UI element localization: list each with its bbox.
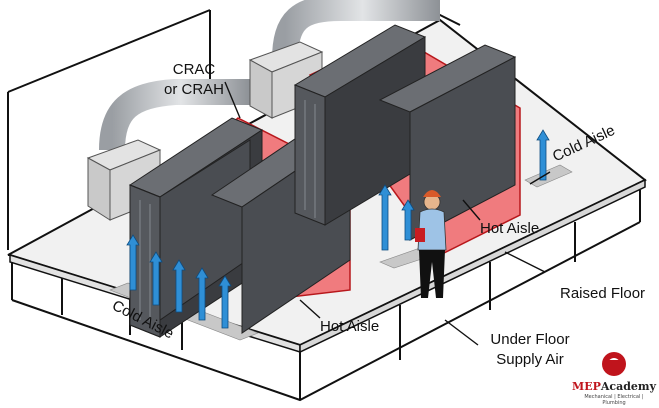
raised-floor-label: Raised Floor [560,285,646,302]
logo-name-suffix: Academy [600,380,656,393]
logo-name: MEPAcademy [572,380,656,393]
crac-units [86,0,440,221]
crac-label-line1: CRAC [172,61,216,78]
mep-academy-logo: MEPAcademy Mechanical | Electrical | Plu… [572,350,656,406]
crac-label: CRAC or CRAH [164,60,224,100]
logo-tagline: Mechanical | Electrical | Plumbing [584,394,644,406]
crac-label-line2: or CRAH [164,81,225,98]
rack-vents [139,100,316,328]
mep-academy-logo-gear-icon [602,352,626,376]
cold-air-arrows [126,129,550,329]
server-racks [128,24,517,338]
technician-figure [415,190,447,298]
hot-aisle-right-label: Hot Aisle [480,220,540,237]
under-floor-line2: Supply Air [496,351,564,368]
logo-name-prefix: MEP [572,380,601,393]
hot-aisle-front-label: Hot Aisle [320,318,380,335]
under-floor-supply-label: Under Floor Supply Air [480,330,580,370]
leader-lines [224,81,551,346]
under-floor-line1: Under Floor [490,331,570,348]
